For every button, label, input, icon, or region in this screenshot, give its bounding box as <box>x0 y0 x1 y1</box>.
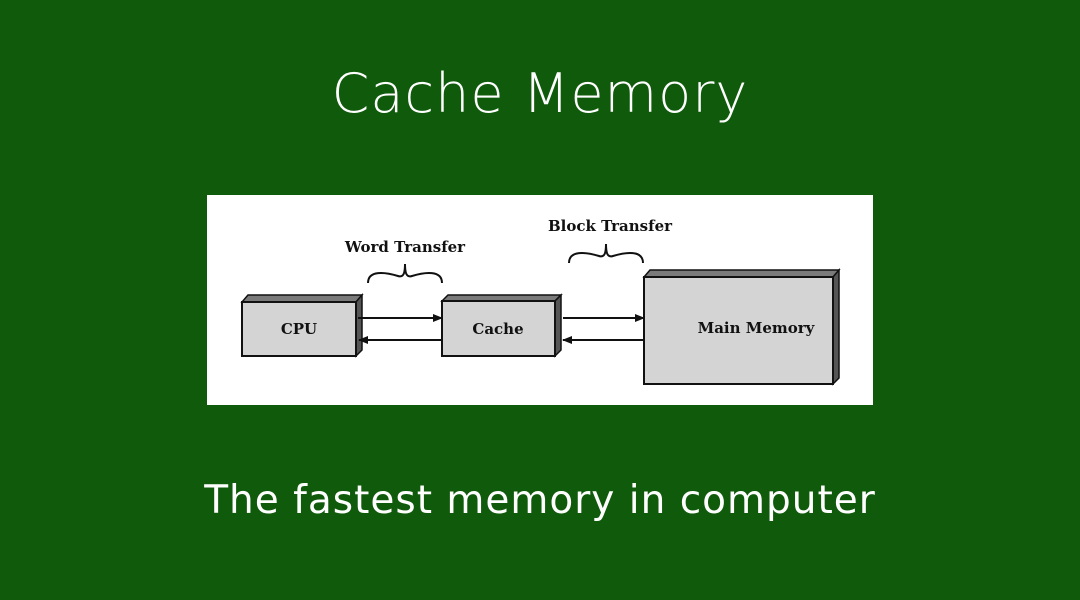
block-transfer-brace <box>568 243 644 264</box>
cache-label: Cache <box>472 320 523 338</box>
main-memory-box: Main Memory <box>642 267 841 386</box>
cache-box: Cache <box>440 293 563 358</box>
word-transfer-brace <box>367 263 443 284</box>
word-transfer-label: Word Transfer <box>344 238 466 256</box>
subtitle: The fastest memory in computer <box>204 478 876 523</box>
main-memory-label: Main Memory <box>698 319 816 337</box>
cpu-label: CPU <box>281 320 317 338</box>
page-title: Cache Memory <box>331 62 749 125</box>
cpu-box: CPU <box>240 292 364 358</box>
block-transfer-label: Block Transfer <box>548 217 673 235</box>
